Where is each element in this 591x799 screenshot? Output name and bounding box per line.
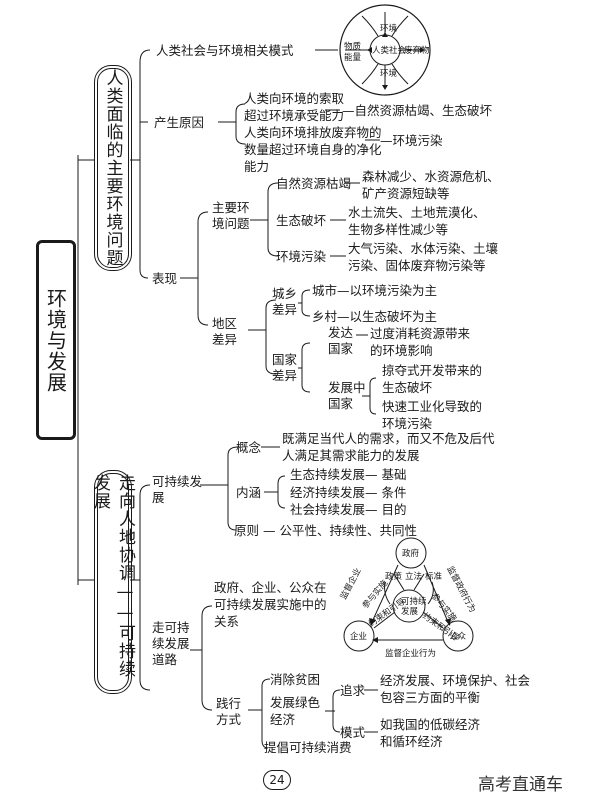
loop-label-env-top: 环境 [380, 23, 398, 34]
branch1-box: 人类面临的主要环境问题 [94, 65, 132, 271]
pursuit-label: 追求 [340, 683, 366, 698]
cause-item-1: 人类向环境的索取超过环境承受能力 [244, 91, 345, 123]
cause-result-2: —环境污染 [380, 133, 443, 148]
developed-label: 发达国家 [328, 325, 354, 356]
path-label: 走可持续发展道路 [152, 620, 190, 667]
content-item-2: 经济持续发展— 条件 [290, 485, 407, 500]
model-label: 人类社会与环境相关模式 [156, 43, 294, 58]
branch2-box: 走向人地协调——可持续发展 [90, 470, 135, 694]
triangle-bottom: 监督企业行为 [385, 648, 436, 659]
triangle-left-top: 监督企业 [338, 566, 364, 601]
loop-center: 人类社会 [372, 45, 407, 56]
developing-label: 发展中国家 [328, 380, 366, 411]
branch2-title: 走向人地协调——可持续发展 [90, 474, 135, 678]
mode-text: 如我国的低碳经济和循环经济 [380, 717, 481, 749]
concept-label: 概念 [236, 440, 262, 455]
developing-desc-1: 掠夺式开发带来的生态破坏 [382, 363, 483, 395]
branch1-title: 人类面临的主要环境问题 [102, 69, 123, 267]
root-node: 环境与发展 [36, 240, 76, 440]
relation-label: 政府、企业、公众在可持续发展实施中的关系 [214, 580, 327, 629]
practice-item-1: 消除贫困 [270, 672, 321, 687]
cause-label: 产生原因 [154, 115, 205, 130]
developed-desc: 过度消耗资源带来的环境影响 [370, 326, 471, 358]
cause-result-1: —自然资源枯竭、生态破坏 [342, 103, 493, 118]
gov-node: 政府 [402, 548, 420, 559]
cause-item-2: 人类向环境排放废弃物的数量超过环境自身的净化能力 [244, 125, 382, 174]
concept-text: 既满足当代人的需求，而又不危及后代人满足其需求能力的发展 [282, 431, 495, 463]
content-item-1: 生态持续发展— 基础 [290, 467, 407, 482]
content-label: 内涵 [236, 485, 262, 500]
loop-label-matter: 物质 [344, 41, 362, 52]
pub-node: 公众 [449, 632, 467, 642]
issue-desc-3: 大气污染、水体污染、土壤污染、固体废弃物污染等 [348, 241, 499, 273]
country-label: 国家差异 [272, 352, 298, 383]
policy-tag-3: 标准 [425, 571, 443, 582]
policy-tag-2: 立法 [405, 571, 422, 582]
urban-city: 城市—以环境污染为主 [312, 283, 438, 298]
issue-name-2: 生态破坏 [276, 213, 327, 228]
sustain-label: 可持续发展 [152, 474, 203, 505]
developing-desc-2: 快速工业化导致的环境污染 [382, 399, 483, 431]
loop-label-env-bottom: 环境 [380, 68, 398, 79]
loop-label-waste: 废弃物 [404, 45, 430, 56]
practice-item-2: 发展绿色经济 [270, 695, 321, 727]
root-label: 环境与发展 [43, 287, 68, 393]
pursuit-text: 经济发展、环境保护、社会包容三方面的平衡 [380, 673, 531, 705]
practice-label: 践行方式 [216, 696, 242, 727]
show-label: 表现 [152, 271, 178, 286]
loop-label-energy: 能量 [344, 52, 362, 63]
issue-desc-1: 森林减少、水资源危机、矿产资源短缺等 [362, 169, 500, 201]
region-label: 地区差异 [212, 316, 238, 347]
content-item-3: 社会持续发展— 目的 [290, 502, 407, 517]
issue-desc-2: 水土流失、土地荒漠化、生物多样性减少等 [348, 205, 486, 237]
practice-item-3: 提倡可持续消费 [264, 740, 352, 755]
watermark: 高考直通车 [478, 775, 563, 795]
urban-rural-label: 城乡差异 [272, 286, 298, 317]
center-node-1: 可持续 [401, 596, 427, 607]
ent-node: 企业 [350, 631, 367, 642]
policy-tag-1: 政策 [385, 571, 403, 582]
urban-rural: 乡村—以生态破坏为主 [312, 309, 438, 324]
center-node-2: 发展 [401, 606, 419, 617]
issue-name-1: 自然资源枯竭 [276, 176, 352, 191]
page-number: 24 [263, 770, 291, 790]
mode-label: 模式 [340, 725, 366, 740]
main-issues-label: 主要环境问题 [212, 200, 250, 231]
principle: 原则 — 公平性、持续性、共同性 [234, 523, 417, 538]
issue-name-3: 环境污染 [276, 249, 327, 264]
